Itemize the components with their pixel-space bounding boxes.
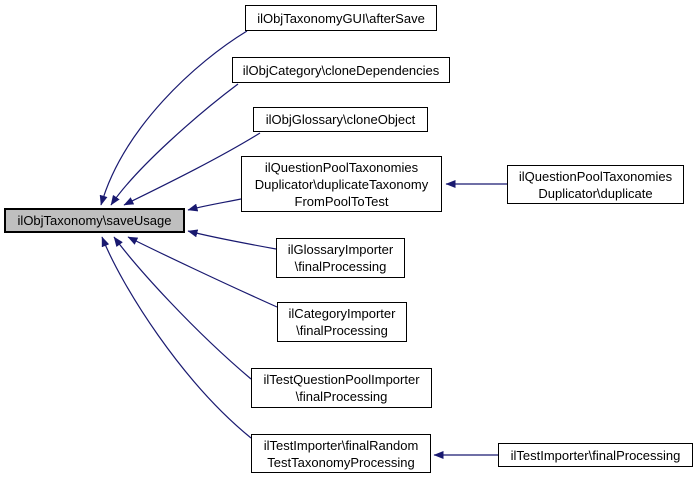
node-label-line: \finalProcessing: [296, 323, 388, 338]
node-label-line: Duplicator\duplicate: [538, 185, 653, 201]
edge-clone-dependencies-to-save-usage: [110, 83, 239, 206]
node-label-line: ilTestImporter\finalRandom: [263, 437, 419, 453]
graph-node-after-save[interactable]: ilObjTaxonomyGUI\afterSave: [245, 5, 437, 31]
edge-duplicate-taxonomy-from-pool-to-test-to-save-usage: [187, 198, 242, 212]
node-label-line: ilTestImporter\finalProcessing: [510, 447, 681, 463]
node-label-line: ilObjTaxonomy\saveUsage: [17, 213, 172, 228]
node-label-line: ilObjCategory\cloneDependencies: [242, 62, 440, 78]
node-label-line: ilQuestionPoolTaxonomies: [264, 159, 419, 175]
graph-node-clone-dependencies[interactable]: ilObjCategory\cloneDependencies: [232, 57, 450, 83]
node-label-line: \finalProcessing: [294, 259, 387, 274]
node-label-line: TestTaxonomyProcessing: [267, 454, 415, 470]
graph-node-test-importer-final-processing[interactable]: ilTestImporter\finalProcessing: [498, 443, 693, 467]
node-label-line: ilTestQuestionPoolImporter: [263, 372, 420, 387]
node-label-line: ilGlossaryImporter: [287, 242, 394, 257]
edges: [99, 30, 507, 459]
graph-node-test-question-pool-importer-final-processing[interactable]: ilTestQuestionPoolImporter \finalProcessi…: [251, 368, 432, 408]
graph-node-save-usage: ilObjTaxonomy\saveUsage: [4, 208, 185, 233]
node-label-line: Duplicator\duplicateTaxonomy: [254, 176, 429, 192]
node-label-line: \finalProcessing: [295, 389, 388, 404]
graph-node-glossary-importer-final-processing[interactable]: ilGlossaryImporter \finalProcessing: [276, 238, 405, 278]
node-label-line: FromPoolToTest: [294, 193, 389, 209]
edge-final-random-test-taxonomy-processing-to-save-usage: [101, 236, 252, 439]
edge-test-question-pool-importer-final-processing-to-save-usage: [113, 236, 252, 380]
edge-clone-object-to-save-usage: [123, 132, 261, 206]
node-label-line: ilCategoryImporter: [288, 306, 396, 321]
node-label-line: ilObjTaxonomyGUI\afterSave: [257, 10, 425, 26]
edge-glossary-importer-final-processing-to-save-usage: [187, 229, 277, 250]
node-label-line: ilQuestionPoolTaxonomies: [518, 168, 673, 184]
edge-after-save-to-save-usage: [99, 30, 248, 206]
edge-category-importer-final-processing-to-save-usage: [127, 236, 278, 308]
node-label-line: ilObjGlossary\cloneObject: [265, 112, 416, 127]
graph-node-category-importer-final-processing[interactable]: ilCategoryImporter \finalProcessing: [277, 302, 407, 342]
graph-node-clone-object[interactable]: ilObjGlossary\cloneObject: [253, 107, 428, 132]
